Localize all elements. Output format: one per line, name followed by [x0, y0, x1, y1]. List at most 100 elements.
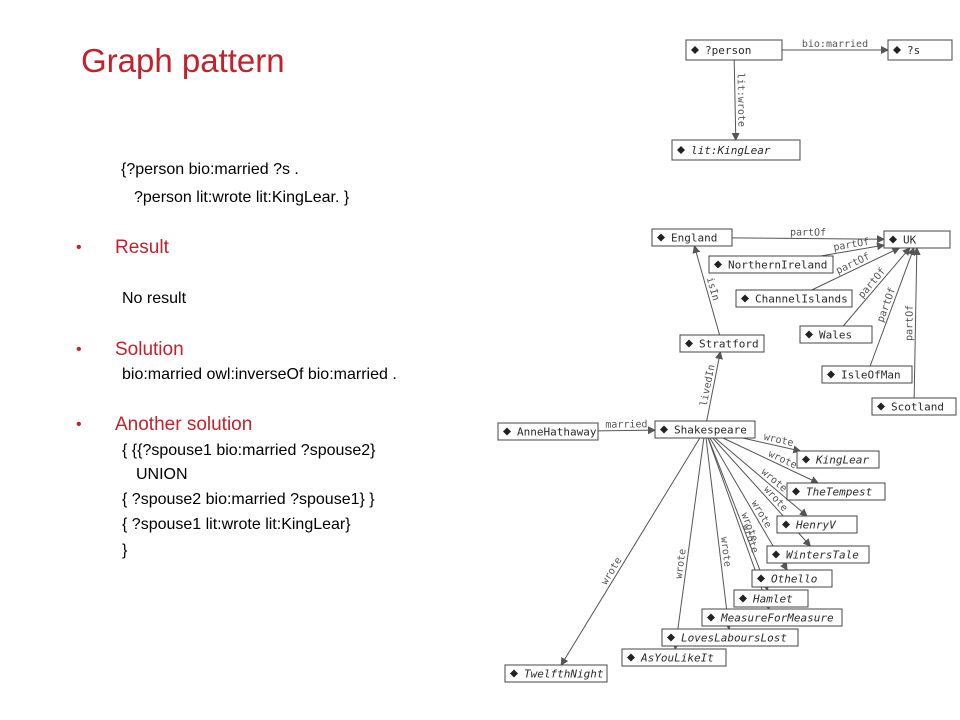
data-node-england: England: [651, 228, 733, 247]
data-node-label: ChannelIslands: [755, 293, 848, 306]
data-node-channel-islands: ChannelIslands: [735, 289, 853, 308]
data-edge-part-of: [820, 242, 885, 257]
diamond-icon: [657, 233, 665, 242]
diamond-icon: [627, 653, 635, 662]
diamond-icon: [772, 550, 780, 559]
data-node-label: HenryV: [795, 519, 837, 532]
data-node-label: UK: [903, 234, 917, 247]
data-node-measure-for-measure: MeasureForMeasure: [701, 608, 843, 627]
bullet-dot: •: [76, 239, 82, 256]
diamond-icon: [503, 427, 511, 436]
pattern-node-label: ?person: [705, 44, 751, 57]
data-edge-wrote: [742, 437, 802, 454]
pattern-edge-lit-wrote: [731, 59, 740, 141]
slide-title: Graph pattern: [81, 42, 285, 79]
diamond-icon: [660, 425, 668, 434]
data-node-label: Hamlet: [752, 593, 793, 606]
data-node-twelfth-night: TwelfthNight: [504, 664, 608, 683]
diamond-icon: [677, 146, 685, 154]
data-edge-label-part-of: partOf: [790, 227, 826, 238]
data-edge-wrote: [560, 437, 701, 666]
diamond-icon: [877, 402, 885, 411]
data-node-label: Stratford: [699, 338, 759, 351]
data-edge-part-of: [842, 247, 911, 327]
diamond-icon: [782, 520, 790, 529]
pattern-edge-label-bio-married: bio:married: [802, 39, 868, 50]
another-solution-heading: Another solution: [115, 414, 253, 435]
data-edge-part-of: [912, 247, 921, 399]
pattern-node-label: ?s: [907, 44, 920, 57]
pattern-node-s: ?s: [887, 39, 953, 61]
data-node-label: Scotland: [891, 401, 944, 414]
another-solution-line-2: UNION: [136, 466, 188, 483]
bullet-dot: •: [76, 341, 82, 358]
result-heading: Result: [115, 237, 169, 258]
another-solution-line-5: }: [122, 542, 128, 559]
data-edge-married: [597, 426, 656, 435]
diamond-icon: [691, 46, 699, 54]
data-edge-wrote: [705, 437, 733, 630]
diamond-icon: [714, 260, 722, 269]
diamond-icon: [827, 370, 835, 379]
query-line-2: ?person lit:wrote lit:KingLear. }: [134, 189, 350, 206]
data-node-label: LovesLaboursLost: [681, 632, 787, 645]
data-node-wales: Wales: [799, 325, 873, 344]
data-edge-label-part-of: partOf: [875, 286, 898, 324]
data-node-loves-labours-lost: LovesLaboursLost: [661, 628, 799, 647]
data-edge-wrote: [722, 437, 819, 484]
data-edge-label-wrote: wrote: [718, 536, 733, 567]
another-solution-line-3: { ?spouse2 bio:married ?spouse1} }: [122, 491, 375, 508]
another-solution-line-4: { ?spouse1 lit:wrote lit:KingLear}: [122, 516, 351, 533]
data-node-hamlet: Hamlet: [733, 589, 809, 608]
data-node-label: Othello: [771, 573, 817, 586]
diamond-icon: [685, 339, 693, 348]
data-node-winters-tale: WintersTale: [766, 545, 870, 564]
bullet-dot: •: [76, 416, 82, 433]
data-node-label: NorthernIreland: [728, 259, 827, 272]
diamond-icon: [739, 594, 747, 603]
diamond-icon: [802, 455, 810, 464]
diamond-icon: [667, 633, 675, 642]
data-node-stratford: Stratford: [679, 334, 765, 353]
data-node-the-tempest: TheTempest: [786, 482, 886, 501]
data-edge-part-of: [811, 247, 901, 291]
diamond-icon: [741, 294, 749, 303]
diamond-icon: [889, 235, 897, 244]
pattern-node-label: lit:KingLear: [691, 144, 771, 157]
data-edge-label-wrote: wrote: [674, 548, 689, 579]
data-edge-wrote: [672, 437, 705, 650]
data-node-label: Shakespeare: [674, 424, 747, 437]
pattern-edge-label-lit-wrote: lit:wrote: [734, 73, 746, 127]
diamond-icon: [510, 669, 518, 678]
data-node-label: AsYouLikeIt: [640, 652, 714, 665]
solution-text: bio:married owl:inverseOf bio:married .: [122, 366, 397, 383]
data-node-northern-ireland: NorthernIreland: [708, 255, 834, 274]
data-node-label: Wales: [819, 329, 852, 342]
query-line-1: {?person bio:married ?s .: [121, 161, 299, 178]
data-edge-part-of: [731, 235, 885, 244]
another-solution-line-1: { {{?spouse1 bio:married ?spouse2}: [122, 442, 376, 459]
data-edge-label-part-of: partOf: [904, 305, 916, 341]
diamond-icon: [757, 574, 765, 583]
diamond-icon: [805, 330, 813, 339]
data-edge-wrote: [714, 437, 808, 517]
data-edge-label-married: married: [605, 419, 647, 431]
result-text: No result: [122, 290, 187, 307]
data-node-uk: UK: [883, 230, 951, 249]
data-node-anne-hathaway: AnneHathaway: [497, 422, 599, 441]
data-node-shakespeare: Shakespeare: [654, 420, 756, 439]
data-node-label: England: [671, 232, 717, 245]
pattern-node-kinglear: lit:KingLear: [671, 139, 801, 161]
data-edge-part-of: [869, 247, 916, 367]
data-node-label: AnneHathaway: [517, 426, 597, 439]
data-edge-label-wrote: wrote: [766, 449, 798, 472]
data-node-label: TheTempest: [806, 486, 873, 499]
data-edge-label-part-of: partOf: [856, 266, 888, 301]
data-node-label: WintersTale: [786, 549, 859, 562]
data-node-isle-of-man: IsleOfMan: [821, 365, 913, 384]
pattern-node-person: ?person: [685, 39, 783, 61]
diamond-icon: [893, 46, 901, 54]
data-node-king-lear: KingLear: [796, 450, 880, 469]
data-node-scotland: Scotland: [871, 397, 957, 416]
